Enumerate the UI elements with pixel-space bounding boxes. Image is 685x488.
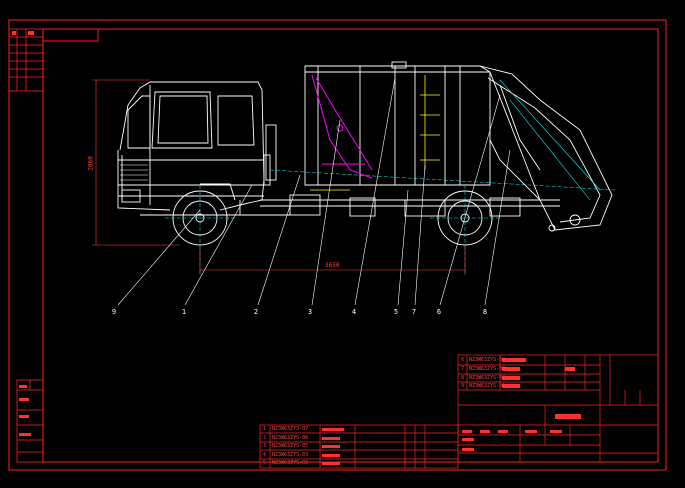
parts-row-number: 9 — [461, 383, 465, 389]
parts-row-number: 8 — [461, 375, 465, 381]
chassis-frame — [260, 194, 560, 217]
parts-row-number: 2 — [263, 435, 267, 441]
wheel-centerlines — [165, 169, 616, 275]
callout-label: 5 — [393, 308, 399, 316]
garbage-body — [304, 61, 491, 186]
revision-block — [8, 28, 44, 92]
hydraulic-cylinder — [310, 75, 440, 191]
drawing-frame — [8, 19, 667, 471]
parts-row-number: 6 — [461, 357, 465, 363]
parts-row-number: 7 — [461, 366, 465, 372]
parts-row-code: NZ3W63ZYS-02 — [469, 375, 506, 381]
cab — [117, 81, 290, 216]
cab-grille — [120, 164, 148, 181]
signature-block — [16, 379, 44, 463]
parts-row-code: NZ3W63ZYS-03 — [272, 452, 309, 458]
parts-row-code: NZ3W63ZYS-05 — [272, 443, 309, 449]
callout-label: 6 — [436, 308, 442, 316]
leader-lines — [117, 77, 511, 306]
title-block-text-marks — [12, 31, 581, 465]
callout-label: 2 — [253, 308, 259, 316]
callout-label: 8 — [482, 308, 488, 316]
title-block — [457, 354, 659, 463]
wheelbase-dimension: 3650 — [325, 262, 340, 269]
callout-label: 3 — [307, 308, 313, 316]
parts-row-number: 4 — [263, 452, 267, 458]
parts-row-code: NZ3W63ZYS-07 — [272, 426, 309, 432]
parts-list-lower — [259, 424, 459, 469]
loader-linkage — [499, 79, 601, 201]
parts-row-code: NZ3W63ZYS-01 — [469, 383, 506, 389]
parts-row-number: 5 — [263, 460, 267, 466]
parts-row-number: 1 — [263, 426, 267, 432]
callout-label: 7 — [411, 308, 417, 316]
parts-row-code: NZ3W63ZYS-02 — [272, 460, 309, 466]
loader-hopper — [479, 65, 613, 232]
height-dimension: 2860 — [87, 156, 95, 171]
parts-row-code: NZ3W63ZYS-04 — [469, 357, 506, 363]
dimension-lines — [92, 79, 466, 275]
parts-row-number: 3 — [263, 443, 267, 449]
ejector-plate — [311, 74, 373, 179]
callout-label: 9 — [111, 308, 117, 316]
callout-label: 1 — [181, 308, 187, 316]
parts-row-code: NZ3W63ZYS-03 — [469, 366, 506, 372]
callout-label: 4 — [351, 308, 357, 316]
parts-row-code: NZ3W63ZYS-06 — [272, 435, 309, 441]
